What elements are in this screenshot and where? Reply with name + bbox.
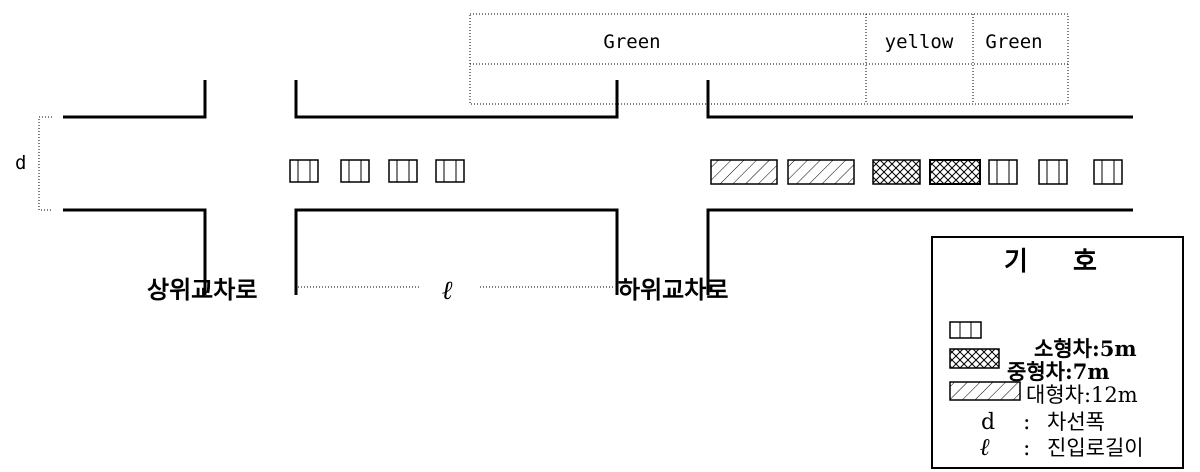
vehicle-small (388, 159, 418, 183)
phase-green-label-2: Green (985, 31, 1042, 53)
phase-yellow-label: yellow (885, 31, 954, 53)
approach-length-label: ℓ (442, 276, 453, 306)
vehicle-large (710, 159, 778, 185)
vehicle-small (289, 159, 319, 183)
legend-d-colon: : (1023, 410, 1030, 435)
legend-d-desc: 차선폭 (1047, 410, 1105, 434)
legend-l-symbol: ℓ (980, 432, 990, 461)
downstream-intersection-label: 하위교차로 (618, 276, 728, 304)
legend: 기 호 소형차:5m 중형차:7m 대형차:12m d : 차선폭 ℓ : 진입… (931, 236, 1184, 469)
legend-title-right: 호 (1073, 247, 1097, 277)
vehicle-queue-left (289, 159, 465, 183)
lane-width-label: d (15, 152, 26, 174)
legend-small-swatch (949, 321, 982, 339)
vehicle-small (988, 159, 1018, 185)
vehicle-small (435, 159, 465, 183)
vehicle-small (340, 159, 370, 183)
legend-small-label: 소형차:5m (1034, 336, 1137, 361)
legend-d-symbol: d (981, 410, 995, 435)
vehicle-medium (872, 159, 921, 185)
phase-green-label: Green (603, 31, 660, 53)
legend-large-swatch (949, 381, 1021, 401)
lane-width-dimension (38, 116, 52, 211)
vehicle-queue-right (710, 159, 1123, 185)
vehicle-small (1038, 159, 1068, 185)
legend-title-left: 기 (1004, 247, 1028, 277)
legend-medium-swatch (949, 348, 1000, 369)
legend-l-desc: 진입로길이 (1047, 436, 1144, 460)
legend-large-label: 대형차:12m (1026, 383, 1138, 407)
vehicle-large (787, 159, 855, 185)
vehicle-medium (929, 159, 981, 185)
legend-l-colon: : (1023, 436, 1030, 461)
vehicle-small (1093, 159, 1123, 185)
signal-phase-bar: Green yellow Green (469, 13, 1069, 105)
legend-medium-label: 중형차:7m (1007, 359, 1110, 384)
upstream-intersection-label: 상위교차로 (147, 276, 257, 304)
road-outline (63, 80, 1133, 295)
